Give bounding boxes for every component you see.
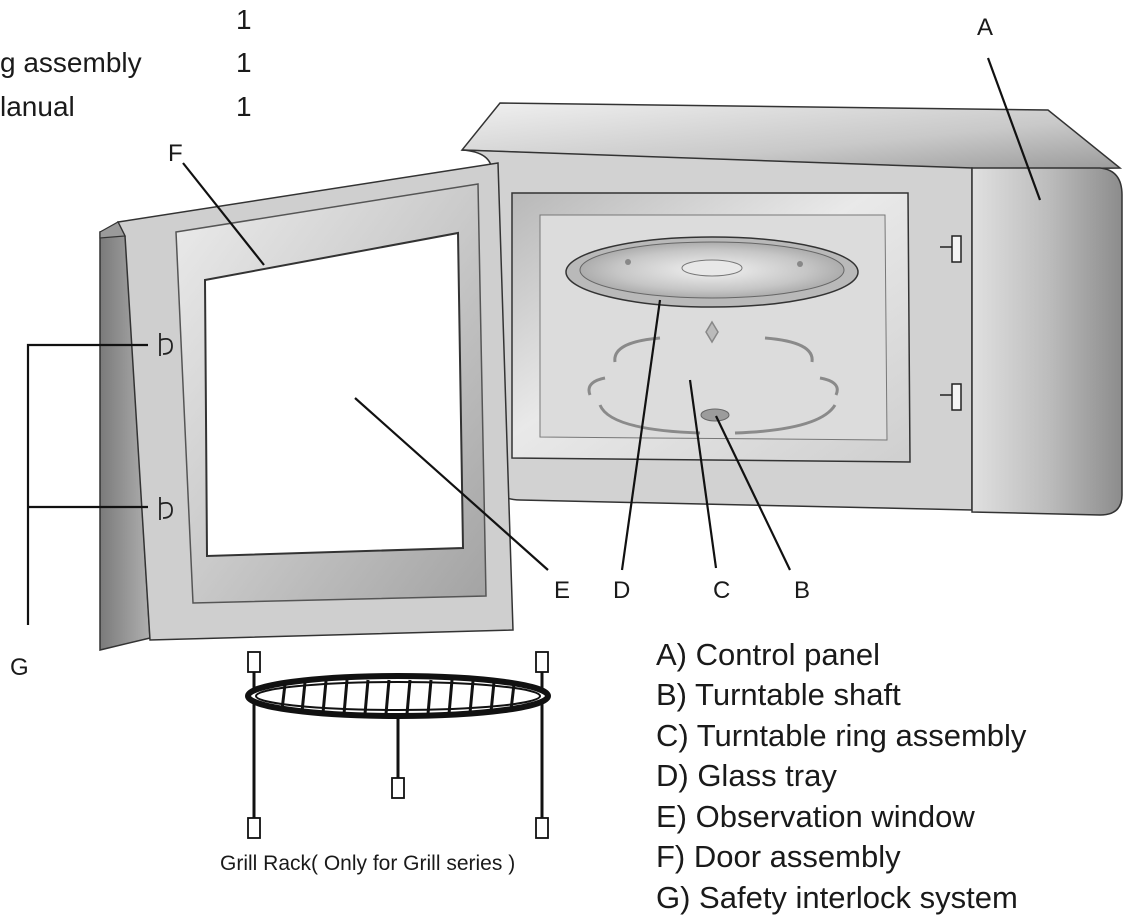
legend-item-c: C) Turntable ring assembly <box>656 718 1027 753</box>
legend-item-e: E) Observation window <box>656 799 975 834</box>
observation-window <box>205 233 463 556</box>
callout-d: D <box>613 577 630 604</box>
control-panel <box>972 168 1122 515</box>
grill-rack-caption: Grill Rack( Only for Grill series ) <box>220 852 515 875</box>
callout-b: B <box>794 577 810 604</box>
rack-foot <box>248 652 260 672</box>
callout-e: E <box>554 577 570 604</box>
door <box>100 163 513 650</box>
legend-item-f: F) Door assembly <box>656 839 901 874</box>
glass-tray <box>566 237 858 307</box>
parts-list-qty: 1 <box>236 91 252 122</box>
rack-foot <box>536 818 548 838</box>
parts-list-qty: 1 <box>236 4 252 35</box>
turntable-shaft <box>701 409 729 421</box>
rack-foot <box>536 652 548 672</box>
callout-f: F <box>168 140 183 167</box>
rack-foot <box>392 778 404 798</box>
rack-foot <box>248 818 260 838</box>
legend-item-d: D) Glass tray <box>656 758 837 793</box>
grill-rack <box>248 652 548 838</box>
parts-list-qty: 1 <box>236 47 252 78</box>
callout-g: G <box>10 654 29 681</box>
parts-list-name: g assembly <box>0 47 142 78</box>
parts-list-name: lanual <box>0 91 75 122</box>
parts-legend: A) Control panel B) Turntable shaft C) T… <box>656 637 1027 915</box>
legend-item-a: A) Control panel <box>656 637 880 672</box>
parts-list: 1 g assembly 1 lanual 1 <box>0 4 252 122</box>
microwave-body <box>462 103 1122 515</box>
callout-c: C <box>713 577 730 604</box>
legend-item-g: G) Safety interlock system <box>656 880 1018 915</box>
legend-item-b: B) Turntable shaft <box>656 677 901 712</box>
callout-a: A <box>977 14 993 41</box>
